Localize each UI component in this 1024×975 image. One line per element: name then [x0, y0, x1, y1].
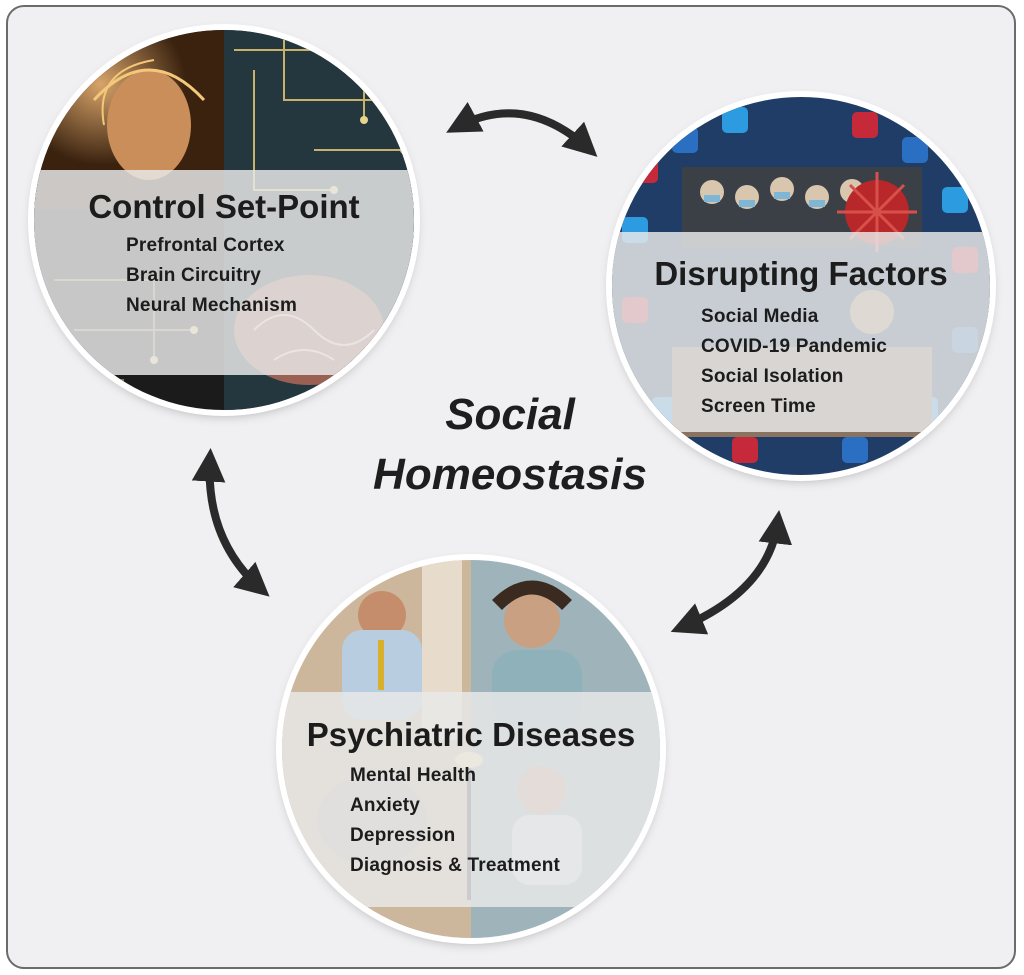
title-band: [34, 170, 414, 375]
double-arrow-control-disrupting: [446, 102, 598, 157]
list-item: Diagnosis & Treatment: [350, 855, 561, 876]
disrupting-factors-node: Disrupting Factors Social Media COVID-19…: [612, 97, 990, 475]
list-item: Social Isolation: [701, 366, 844, 387]
control-set-point-node: Control Set-Point Prefrontal Cortex Brai…: [34, 30, 414, 410]
center-title: Social Homeostasis: [300, 385, 720, 505]
center-title-line-2: Homeostasis: [373, 450, 647, 499]
list-item: Mental Health: [350, 765, 477, 786]
list-item: Social Media: [701, 306, 819, 327]
list-item: Depression: [350, 825, 456, 846]
disrupting-factors-items: Social Media COVID-19 Pandemic Social Is…: [701, 302, 887, 422]
control-set-point-title: Control Set-Point: [88, 188, 360, 225]
psychiatric-diseases-node: Psychiatric Diseases Mental Health Anxie…: [282, 560, 660, 938]
list-item: Neural Mechanism: [126, 295, 298, 316]
control-set-point-items: Prefrontal Cortex Brain Circuitry Neural…: [126, 231, 297, 321]
list-item: Brain Circuitry: [126, 265, 261, 286]
title-band: [612, 232, 990, 432]
psychiatric-diseases-items: Mental Health Anxiety Depression Diagnos…: [350, 761, 560, 881]
double-arrow-control-psychiatric: [191, 447, 270, 597]
center-title-line-1: Social: [445, 390, 575, 439]
title-band: [282, 692, 660, 907]
double-arrow-disrupting-psychiatric: [670, 509, 793, 635]
psychiatric-diseases-title: Psychiatric Diseases: [306, 716, 636, 753]
list-item: Screen Time: [701, 396, 816, 417]
list-item: COVID-19 Pandemic: [701, 336, 888, 357]
list-item: Anxiety: [350, 795, 421, 816]
list-item: Prefrontal Cortex: [126, 235, 285, 256]
disrupting-factors-title: Disrupting Factors: [654, 255, 948, 292]
